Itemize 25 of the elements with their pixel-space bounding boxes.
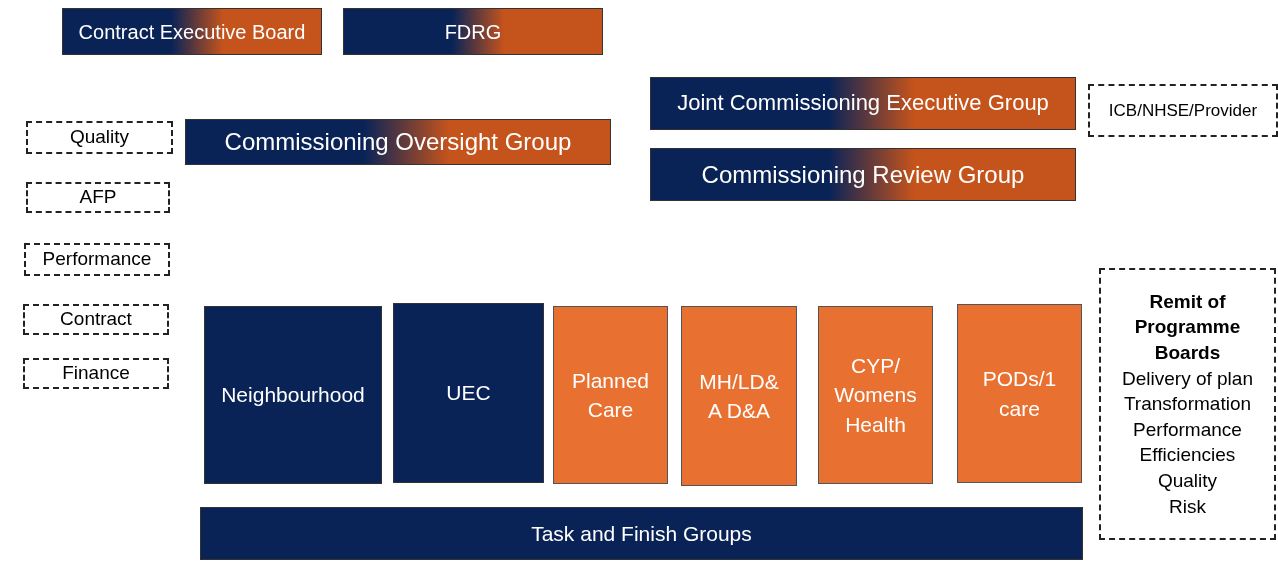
group-box: CYP/ Womens Health: [818, 306, 933, 484]
list-item: Risk: [1169, 494, 1206, 519]
dashed-box: ICB/NHSE/Provider: [1088, 84, 1278, 137]
dashed-box: Finance: [23, 358, 169, 389]
group-box: Joint Commissioning Executive Group: [650, 77, 1076, 130]
group-box: MH/LD& A D&A: [681, 306, 797, 486]
list-item: Efficiencies: [1139, 443, 1236, 468]
dashed-box: Contract: [23, 304, 169, 335]
group-box: UEC: [393, 303, 544, 483]
group-box: Commissioning Review Group: [650, 148, 1076, 201]
group-box: Commissioning Oversight Group: [185, 119, 611, 165]
group-box: FDRG: [343, 8, 603, 55]
dashed-box: [1099, 268, 1276, 540]
list-item: Performance: [1133, 417, 1242, 442]
list-item: Quality: [1157, 469, 1218, 494]
box-heading: Remit of Programme Boards: [1133, 289, 1242, 365]
list-item: Transformation: [1123, 392, 1252, 417]
list-item: Delivery of plan: [1122, 366, 1253, 391]
dashed-box: Performance: [24, 243, 170, 276]
dashed-box: Quality: [26, 121, 173, 154]
group-box: Task and Finish Groups: [200, 507, 1083, 560]
group-box: Neighbourhood: [204, 306, 382, 484]
group-box: PODs/1 care: [957, 304, 1082, 483]
dashed-box: AFP: [26, 182, 170, 213]
group-box: Planned Care: [553, 306, 668, 484]
